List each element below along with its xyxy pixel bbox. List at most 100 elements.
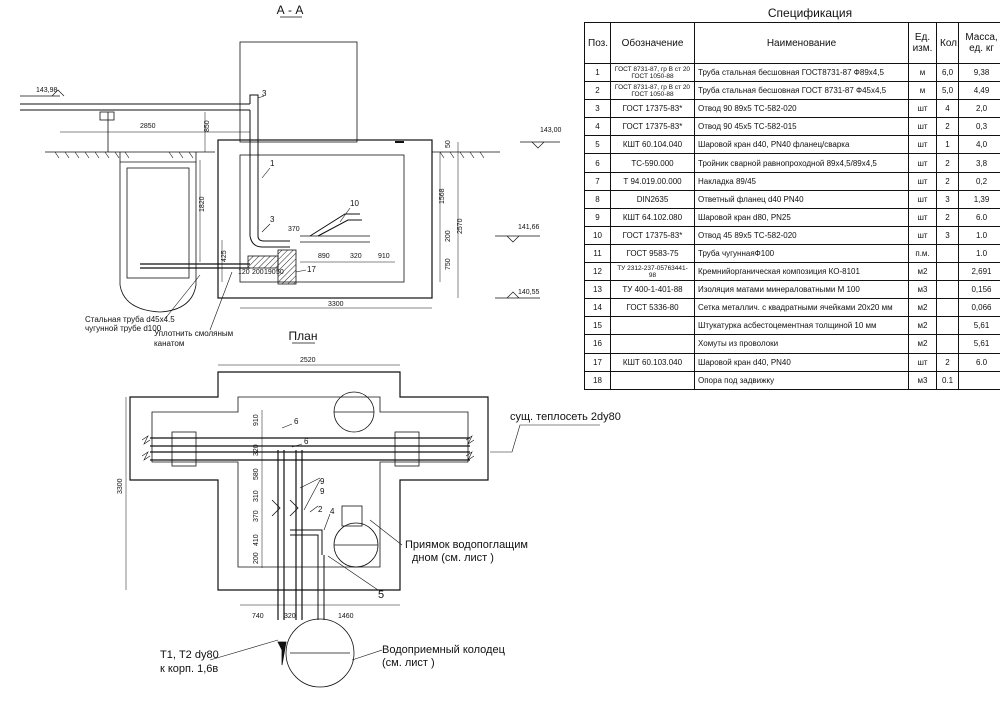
table-cell: 4 <box>584 117 611 137</box>
table-cell: Т 94.019.00.000 <box>610 171 695 191</box>
plan-view: План <box>117 329 621 688</box>
table-cell <box>610 370 695 390</box>
plan-dim-320: 320 <box>253 444 260 456</box>
spec-header: Поз. Обозначение Наименование Ед. изм. К… <box>584 22 1000 64</box>
table-cell: Шаровой кран d80, PN25 <box>694 207 909 227</box>
table-cell: ТУ 2312-237-05763441-98 <box>610 262 695 282</box>
plan-dim-410: 410 <box>253 534 260 546</box>
table-cell: Шаровой кран d40, PN40 фланец/сварка <box>694 135 909 155</box>
dim-2850: 2850 <box>140 123 156 130</box>
note-rope: канатом <box>154 339 184 348</box>
corpus-label: к корп. 1,6в <box>160 663 218 675</box>
note-seal: Уплотнить смоляным <box>154 329 233 338</box>
table-cell: ГОСТ 5336-80 <box>610 298 695 318</box>
table-cell: КШТ 60.104.040 <box>610 135 695 155</box>
table-cell: Ответный фланец d40 PN40 <box>694 189 909 209</box>
table-cell: ТУ 400-1-401-88 <box>610 280 695 300</box>
table-cell <box>936 280 959 300</box>
table-cell <box>936 334 959 354</box>
callout-17: 17 <box>307 265 316 274</box>
table-cell: м2 <box>908 262 937 282</box>
table-cell: ГОСТ 9583-75 <box>610 243 695 264</box>
table-cell: шт <box>908 352 937 372</box>
plan-dim-3300: 3300 <box>117 478 124 494</box>
table-cell: м2 <box>908 298 937 318</box>
dim-890: 890 <box>318 253 330 260</box>
plan-dim-1460: 1460 <box>338 613 354 620</box>
table-cell <box>958 370 1000 390</box>
callout-10: 10 <box>350 199 359 208</box>
table-cell: 4,49 <box>958 81 1000 101</box>
table-cell: Штукатурка асбестоцементная толщиной 10 … <box>694 316 909 336</box>
table-cell: 8 <box>584 189 611 209</box>
note-cast-pipe: чугунной трубе d100 <box>85 324 162 333</box>
col-mass: Масса, ед. кг <box>958 22 1000 64</box>
dim-50: 50 <box>445 140 452 148</box>
level-141-66: 141,66 <box>518 224 540 231</box>
table-cell: 5,61 <box>958 334 1000 354</box>
table-cell: 5 <box>584 135 611 155</box>
plan-dim-370: 370 <box>253 510 260 522</box>
table-cell: 2 <box>936 153 959 173</box>
table-cell: 14 <box>584 298 611 318</box>
plan-dim-310: 310 <box>253 490 260 502</box>
table-cell: 2,691 <box>958 262 1000 282</box>
plan-callout-9a: 9 <box>320 477 325 486</box>
table-cell: 0,156 <box>958 280 1000 300</box>
table-cell: 5,61 <box>958 316 1000 336</box>
table-cell: 17 <box>584 352 611 372</box>
heat-network-label: сущ. теплосеть 2dy80 <box>510 411 621 423</box>
plan-dim-200: 200 <box>253 552 260 564</box>
dim-850: 850 <box>204 120 211 132</box>
dim-120: 120 <box>238 269 250 276</box>
table-cell: Отвод 45 89х5 ТС-582-020 <box>694 225 909 245</box>
table-cell: 13 <box>584 280 611 300</box>
dim-425: 425 <box>221 250 228 262</box>
table-cell: 3,8 <box>958 153 1000 173</box>
table-cell: м3 <box>908 370 937 390</box>
table-cell: 2 <box>584 81 611 101</box>
dim-50b: 50 <box>276 269 284 276</box>
table-cell: КШТ 60.103.040 <box>610 352 695 372</box>
table-cell: 1 <box>584 62 611 83</box>
sump-label-2: дном (см. лист ) <box>412 552 494 564</box>
table-cell: 1.0 <box>958 243 1000 264</box>
dim-320: 320 <box>350 253 362 260</box>
col-qty: Кол. <box>936 22 959 64</box>
plan-title: План <box>289 329 318 343</box>
table-cell: 11 <box>584 243 611 264</box>
table-cell: 2,0 <box>958 99 1000 119</box>
level-143-00: 143,00 <box>540 127 562 134</box>
level-143-98: 143,98 <box>36 87 58 94</box>
table-cell: 0,066 <box>958 298 1000 318</box>
col-designation: Обозначение <box>610 22 695 64</box>
plan-dim-580: 580 <box>253 468 260 480</box>
table-cell: Сетка металлич. с квадратными ячейками 2… <box>694 298 909 318</box>
table-cell <box>610 316 695 336</box>
table-cell <box>936 243 959 264</box>
plan-callout-2: 2 <box>318 505 323 514</box>
dim-910: 910 <box>378 253 390 260</box>
plan-callout-6a: 6 <box>294 417 299 426</box>
table-cell: ТС-590.000 <box>610 153 695 173</box>
table-cell <box>936 298 959 318</box>
dim-2570: 2570 <box>457 218 464 234</box>
table-cell: 7 <box>584 171 611 191</box>
col-name: Наименование <box>694 22 909 64</box>
table-cell: 2 <box>936 171 959 191</box>
table-cell: шт <box>908 99 937 119</box>
plan-dim-910: 910 <box>253 414 260 426</box>
table-cell: Накладка 89/45 <box>694 171 909 191</box>
table-cell: Труба чугуннаяФ100 <box>694 243 909 264</box>
note-steel-pipe: Стальная труба d45х4.5 <box>85 315 175 324</box>
